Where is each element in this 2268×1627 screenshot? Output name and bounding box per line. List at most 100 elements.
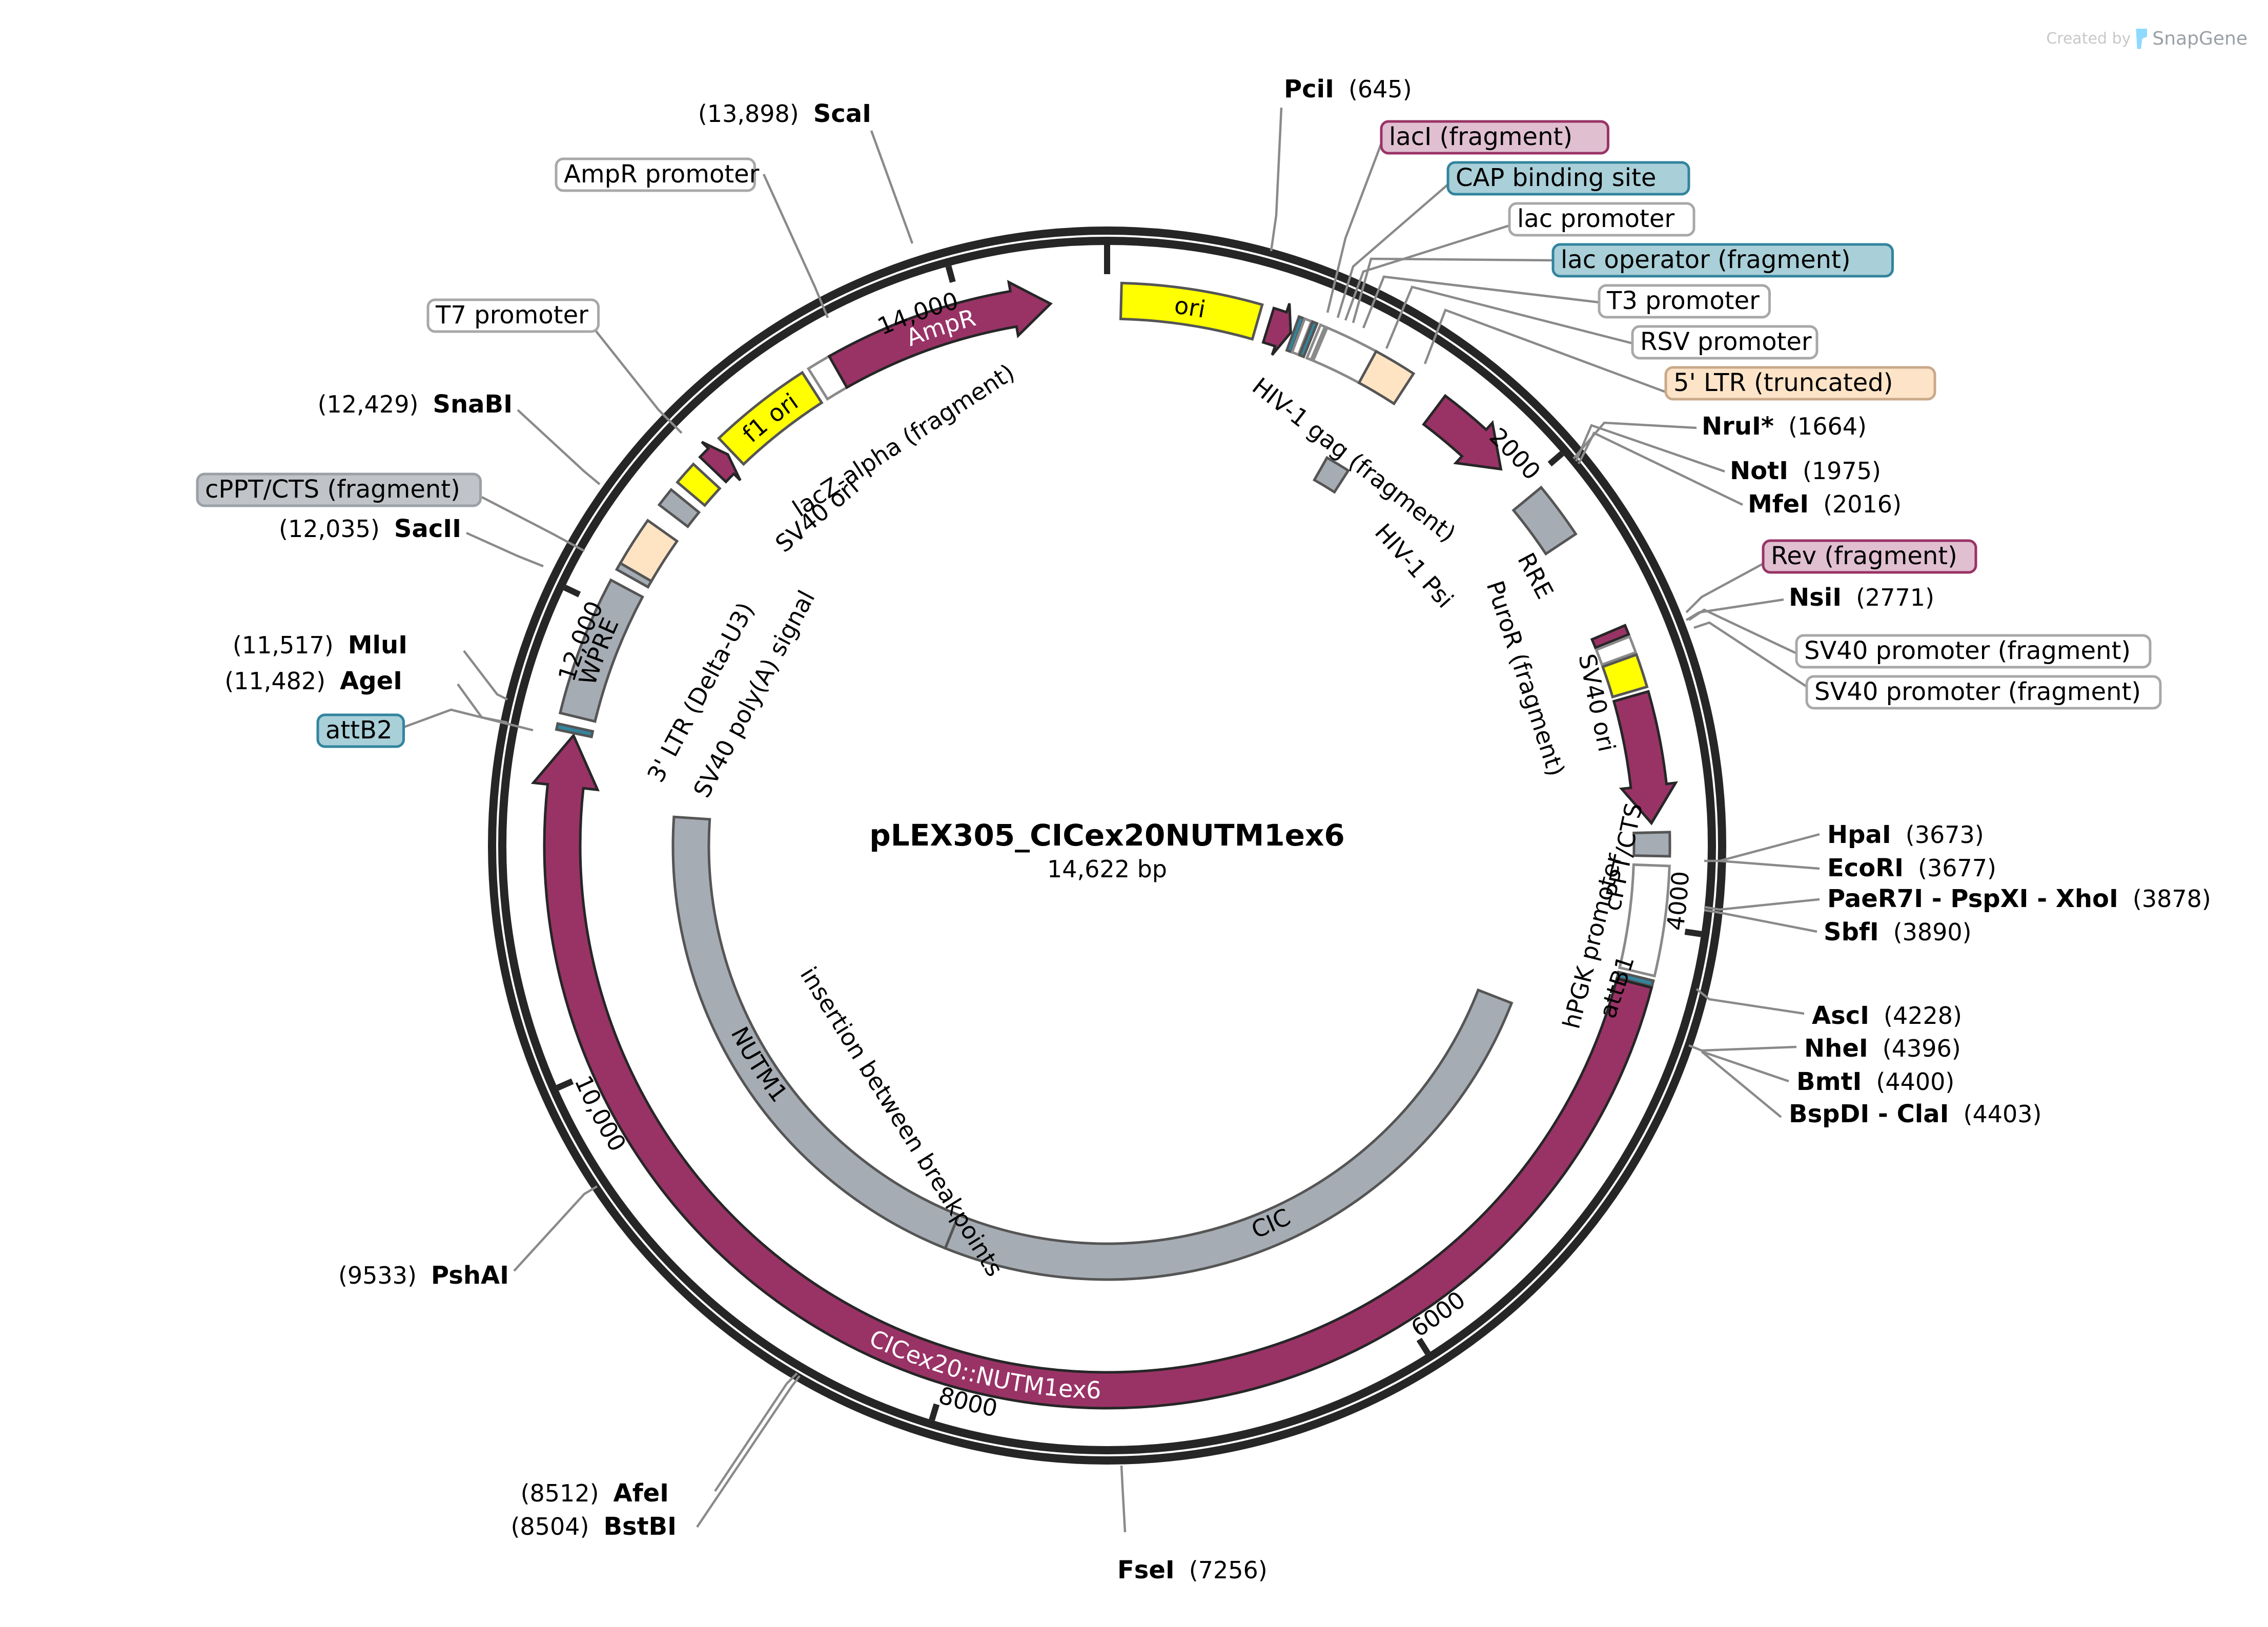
feature-box-laci-fragment[interactable]: lacI (fragment) <box>1380 120 1609 155</box>
feature-rev-fragment[interactable] <box>1590 624 1630 650</box>
backbone-inner-strand <box>498 237 1716 1454</box>
site-position: (3677) <box>1918 854 1996 882</box>
feature-lacz-alpha-fragment[interactable] <box>698 441 742 484</box>
inner-label-puror-fragment: PuroR (fragment) <box>1481 578 1570 780</box>
site-position: (4403) <box>1964 1100 2042 1128</box>
plasmid-name: pLEX305_CICex20NUTM1ex6 <box>869 818 1344 853</box>
feature-ori[interactable] <box>1119 281 1264 341</box>
site-position: (2016) <box>1823 490 1902 518</box>
feature-t3-promoter[interactable] <box>1305 323 1327 362</box>
site-position: (8504) <box>510 1513 589 1540</box>
site-name: BstBI <box>603 1512 677 1541</box>
feature-hpgk-promoter[interactable] <box>1618 863 1671 978</box>
site-pshai[interactable]: (9533)PshAI <box>338 1261 509 1290</box>
site-noti[interactable]: NotI(1975) <box>1730 457 1881 485</box>
feature-box-rev-fragment[interactable]: Rev (fragment) <box>1762 539 1977 574</box>
feature-box-cap-binding-site[interactable]: CAP binding site <box>1446 161 1690 196</box>
site-position: (1975) <box>1803 457 1881 485</box>
feature-box-t3-promoter[interactable]: T3 promoter <box>1598 284 1771 319</box>
feature-box-t7-promoter[interactable]: T7 promoter <box>426 298 600 333</box>
site-nhei[interactable]: NheI(4396) <box>1804 1034 1961 1063</box>
feature-hiv-1-gag-arrow[interactable] <box>1261 303 1292 356</box>
feature-cicex20-nutm1ex6[interactable] <box>530 733 1653 1410</box>
site-paer7i-pspxi-xhoi[interactable]: PaeR7I - PspXI - XhoI(3878) <box>1827 884 2211 913</box>
feature-hiv-1-psi[interactable] <box>1312 456 1351 494</box>
leader-lac-promoter <box>1344 224 1510 321</box>
leader-cppt-cts-fragment <box>481 496 585 552</box>
site-fsei[interactable]: FseI(7256) <box>1117 1556 1268 1584</box>
inner-label-hiv-1-gag-fragment: HIV-1 gag (fragment) <box>1247 372 1461 548</box>
inner-label-rre: RRE <box>1512 548 1559 603</box>
site-name: HpaI <box>1827 820 1891 849</box>
leader-asci <box>1695 988 1805 1015</box>
feature-box-sv40-promoter-fragment[interactable]: SV40 promoter (fragment) <box>1805 675 2162 710</box>
site-bspdi-clai[interactable]: BspDI - ClaI(4403) <box>1789 1100 2041 1128</box>
feature-nutm1[interactable] <box>671 815 961 1250</box>
feature-3-ltr-delta-u3[interactable] <box>618 519 679 583</box>
snapgene-branding: Created by SnapGene <box>2046 28 2247 49</box>
tick-mark <box>1547 451 1564 467</box>
site-bstbi[interactable]: (8504) BstBI <box>510 1512 677 1541</box>
feature-lac-operator[interactable] <box>1298 320 1319 359</box>
feature-f1-ori[interactable] <box>717 370 824 466</box>
feature-box-sv40-promoter-fragment[interactable]: SV40 promoter (fragment) <box>1795 634 2152 669</box>
feature-cppt-cts[interactable] <box>1632 831 1671 858</box>
feature-box-label: SV40 promoter (fragment) <box>1804 636 2131 665</box>
site-scai[interactable]: (13,898)ScaI <box>698 99 871 128</box>
feature-box-ampr-promoter[interactable]: AmpR promoter <box>555 157 760 192</box>
site-bmti[interactable]: BmtI(4400) <box>1796 1067 1954 1096</box>
feature-box-label: lac operator (fragment) <box>1561 245 1851 274</box>
feature-wpre[interactable] <box>558 578 645 723</box>
site-name: FseI <box>1117 1556 1175 1584</box>
leader-bmti <box>1701 1050 1789 1083</box>
site-mlui[interactable]: (11,517)MluI <box>233 631 407 660</box>
feature-box-rsv-promoter[interactable]: RSV promoter <box>1631 325 1819 360</box>
feature-cic[interactable] <box>943 988 1514 1281</box>
site-position: (3878) <box>2133 885 2211 913</box>
feature-box-bg <box>1551 243 1894 278</box>
site-asci[interactable]: AscI (4228) <box>1812 1001 1962 1030</box>
feature-ampr[interactable] <box>827 280 1053 389</box>
feature-box-bg <box>1762 539 1977 574</box>
leader-nsii <box>1685 598 1784 621</box>
feature-hiv-1-gag-fragment[interactable] <box>1422 394 1503 471</box>
site-position: (12,035) <box>279 515 380 543</box>
feature-sv40-promoter-fragment-1[interactable] <box>1595 634 1638 667</box>
site-nrui[interactable]: NruI*(1664) <box>1702 412 1867 441</box>
site-agei[interactable]: (11,482)AgeI <box>224 667 402 695</box>
feature-attb2[interactable] <box>555 722 595 738</box>
site-position: (1664) <box>1788 413 1867 440</box>
feature-box-bg <box>196 472 482 507</box>
leader-snabi <box>517 409 601 485</box>
site-sacii[interactable]: (12,035)SacII <box>279 514 461 543</box>
feature-box-lac-promoter[interactable]: lac promoter <box>1508 202 1695 237</box>
site-name: AscI <box>1812 1001 1869 1030</box>
feature-rre[interactable] <box>1511 485 1578 556</box>
feature-box-cppt-cts-fragment[interactable]: cPPT/CTS (fragment) <box>196 472 482 507</box>
site-position: (4228) <box>1884 1002 1962 1029</box>
leader-noti <box>1575 424 1725 473</box>
feature-box-lac-operator-fragment[interactable]: lac operator (fragment) <box>1551 243 1894 278</box>
site-ecori[interactable]: EcoRI(3677) <box>1827 854 1996 882</box>
tick-mark <box>556 1078 574 1091</box>
leader-sbfi <box>1704 909 1817 933</box>
feature-puror-fragment[interactable] <box>1612 690 1679 826</box>
site-nsii[interactable]: NsiI(2771) <box>1789 583 1934 612</box>
feature-box-attb2[interactable]: attB2 <box>316 713 405 748</box>
site-hpai[interactable]: HpaI(3673) <box>1827 820 1984 849</box>
feature-sv40-ori[interactable] <box>1601 653 1649 699</box>
site-afei[interactable]: (8512)AfeI <box>521 1479 669 1508</box>
feature-box-5-ltr-truncated[interactable]: 5' LTR (truncated) <box>1664 366 1936 401</box>
feature-sv40-ori-2[interactable] <box>676 462 722 507</box>
feature-box-label: CAP binding site <box>1456 163 1656 192</box>
leader-bspdi-clai <box>1701 1051 1782 1118</box>
site-snabi[interactable]: (12,429)SnaBI <box>318 390 513 419</box>
site-pcii[interactable]: PciI(645) <box>1284 75 1412 104</box>
feature-5-ltr-truncated[interactable] <box>1357 349 1416 406</box>
feature-cppt-cts-fragment[interactable] <box>657 488 701 529</box>
feature-box-label: T7 promoter <box>435 301 588 329</box>
site-mfei[interactable]: MfeI(2016) <box>1748 490 1902 519</box>
tick-mark <box>1416 1337 1431 1355</box>
site-sbfi[interactable]: SbfI(3890) <box>1824 918 1972 946</box>
